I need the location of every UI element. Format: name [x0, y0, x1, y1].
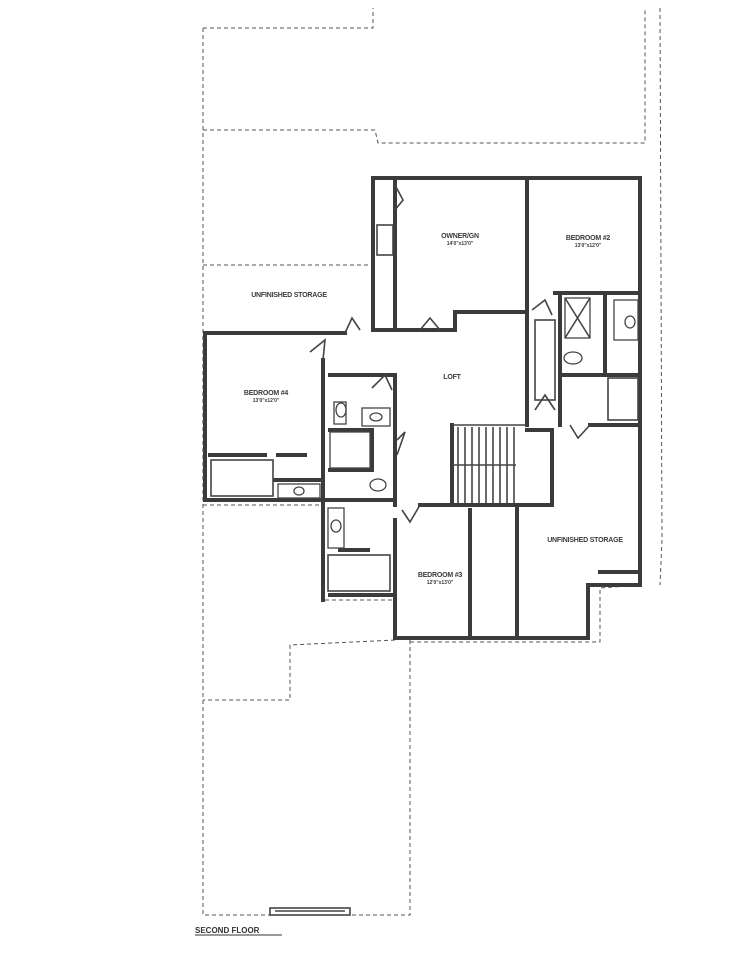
room-label-bedroom-3: BEDROOM #3: [418, 572, 463, 579]
room-label-owner: OWNER/GN: [441, 233, 479, 240]
room-label-storage-top: UNFINISHED STORAGE: [251, 292, 327, 299]
room-dims-bedroom-3: 12'0"x13'0": [427, 580, 454, 586]
entry-threshold: [269, 907, 351, 916]
doors: [309, 184, 591, 524]
room-label-storage-right: UNFINISHED STORAGE: [547, 537, 623, 544]
room-dims-owner: 14'0"x13'0": [447, 241, 474, 247]
room-label-bedroom-4: BEDROOM #4: [244, 390, 289, 397]
walls: [203, 176, 642, 640]
room-label-bedroom-2: BEDROOM #2: [566, 235, 611, 242]
closets: [210, 224, 639, 592]
room-dims-bedroom-4: 13'0"x12'0": [253, 398, 280, 404]
bath-fixtures: [277, 297, 639, 549]
room-dims-bedroom-2: 13'0"x12'0": [575, 243, 602, 249]
staircase: [452, 424, 527, 503]
dashed-perimeter: [202, 7, 663, 916]
room-label-loft: LOFT: [443, 374, 461, 381]
drawing-title: SECOND FLOOR: [195, 926, 260, 935]
room-labels: OWNER/GN 14'0"x13'0" BEDROOM #2 13'0"x12…: [244, 233, 624, 586]
